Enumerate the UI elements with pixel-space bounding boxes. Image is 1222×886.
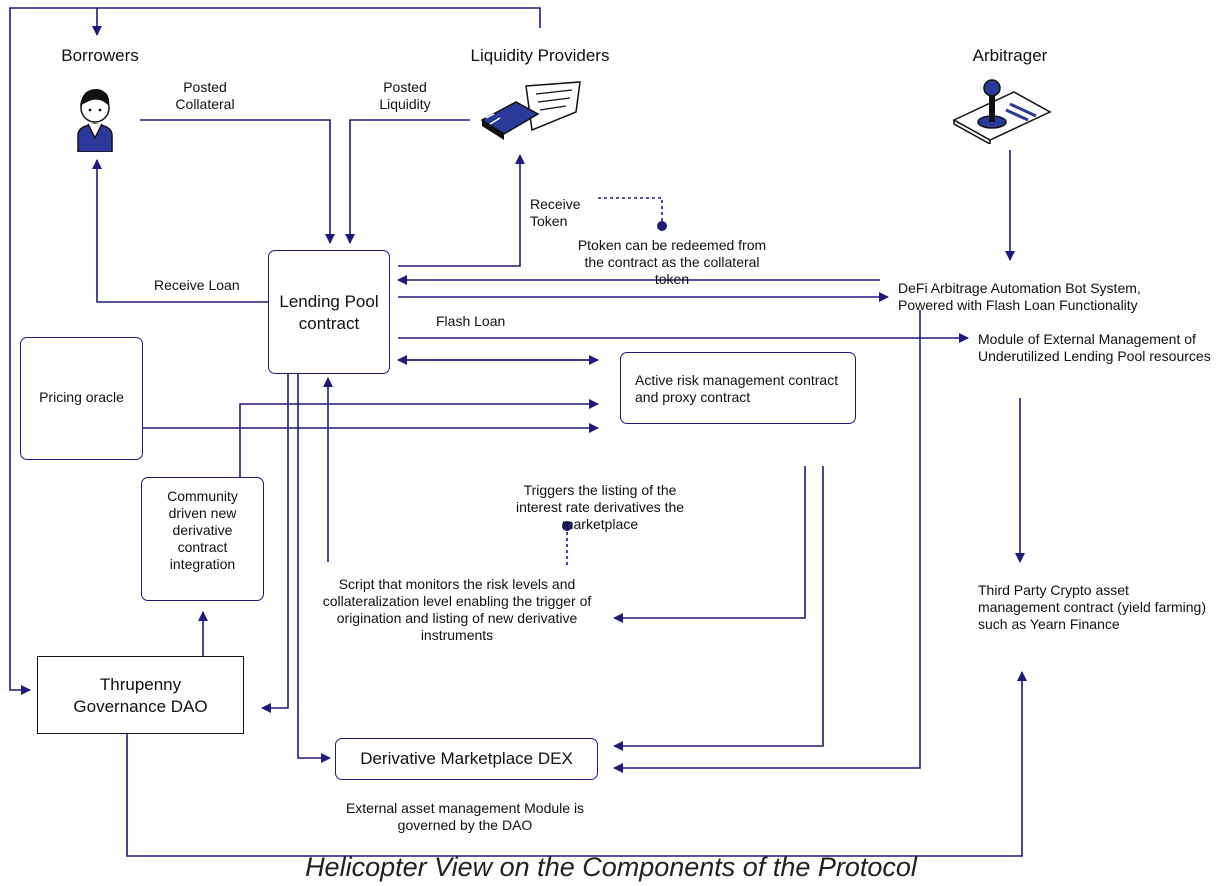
posted-collateral-arrow xyxy=(140,119,335,244)
external-governed-note: External asset management Module is gove… xyxy=(345,800,585,833)
triggers-note: Triggers the listing of the interest rat… xyxy=(515,482,685,532)
arbitrager-title: Arbitrager xyxy=(972,46,1048,65)
ptoken-note-dot xyxy=(657,221,667,231)
lending-pool-box: Lending Pool contract xyxy=(268,250,390,374)
risk-to-script-arrow xyxy=(613,466,806,623)
governance-dao-box: Thrupenny Governance DAO xyxy=(37,656,244,734)
figure-caption: Helicopter View on the Components of the… xyxy=(305,852,917,882)
dao-to-third-party-arrow xyxy=(126,671,1027,857)
flash-loan-label: Flash Loan xyxy=(436,313,506,329)
defi-bot-node: DeFi Arbitrage Automation Bot System, Po… xyxy=(898,280,1141,313)
receive-loan-arrow xyxy=(92,159,268,303)
receive-token-arrow xyxy=(398,154,525,267)
liquidity-providers-title: Liquidity Providers xyxy=(470,46,610,65)
receive-token-label: Receive Token xyxy=(530,196,581,229)
ptoken-note-leader xyxy=(598,197,663,222)
active-risk-label: Active risk management contract and prox… xyxy=(635,372,839,405)
ptoken-note: Ptoken can be redeemed from the contract… xyxy=(577,237,767,287)
top-loop-arrow xyxy=(92,7,541,36)
external-module-node: Module of External Management of Underut… xyxy=(978,331,1211,364)
lending-pool-label: Lending Pool contract xyxy=(279,292,379,333)
governance-dao-label: Thrupenny Governance DAO xyxy=(73,675,208,716)
risk-to-dex-arrow xyxy=(613,466,824,751)
liquidity-card-icon xyxy=(480,81,581,140)
posted-liquidity-arrow xyxy=(345,119,470,244)
community-box: Community driven new derivative contract… xyxy=(141,477,264,601)
community-to-risk-arrow xyxy=(239,399,599,478)
triggers-note-dot xyxy=(562,521,572,531)
receive-loan-label: Receive Loan xyxy=(154,277,240,293)
pool-to-dex-arrow xyxy=(297,374,331,763)
posted-liquidity-label: Posted Liquidity xyxy=(379,79,431,112)
third-party-node: Third Party Crypto asset management cont… xyxy=(978,582,1206,632)
pool-to-dao-arrow xyxy=(261,374,289,713)
borrower-person-icon xyxy=(77,88,113,152)
derivative-dex-label: Derivative Marketplace DEX xyxy=(360,749,573,768)
active-risk-box: Active risk management contract and prox… xyxy=(620,352,856,424)
pricing-oracle-label: Pricing oracle xyxy=(39,389,124,405)
community-label: Community driven new derivative contract… xyxy=(167,488,238,572)
pricing-oracle-box: Pricing oracle xyxy=(20,337,143,460)
borrowers-title: Borrowers xyxy=(61,46,139,65)
arbitrager-joystick-icon xyxy=(952,79,1052,144)
derivative-dex-box: Derivative Marketplace DEX xyxy=(335,738,598,780)
posted-collateral-label: Posted Collateral xyxy=(175,79,235,112)
script-note: Script that monitors the risk levels and… xyxy=(322,576,592,643)
left-loop-to-dao-arrow xyxy=(9,7,97,695)
bot-to-dex-arrow xyxy=(613,310,921,773)
